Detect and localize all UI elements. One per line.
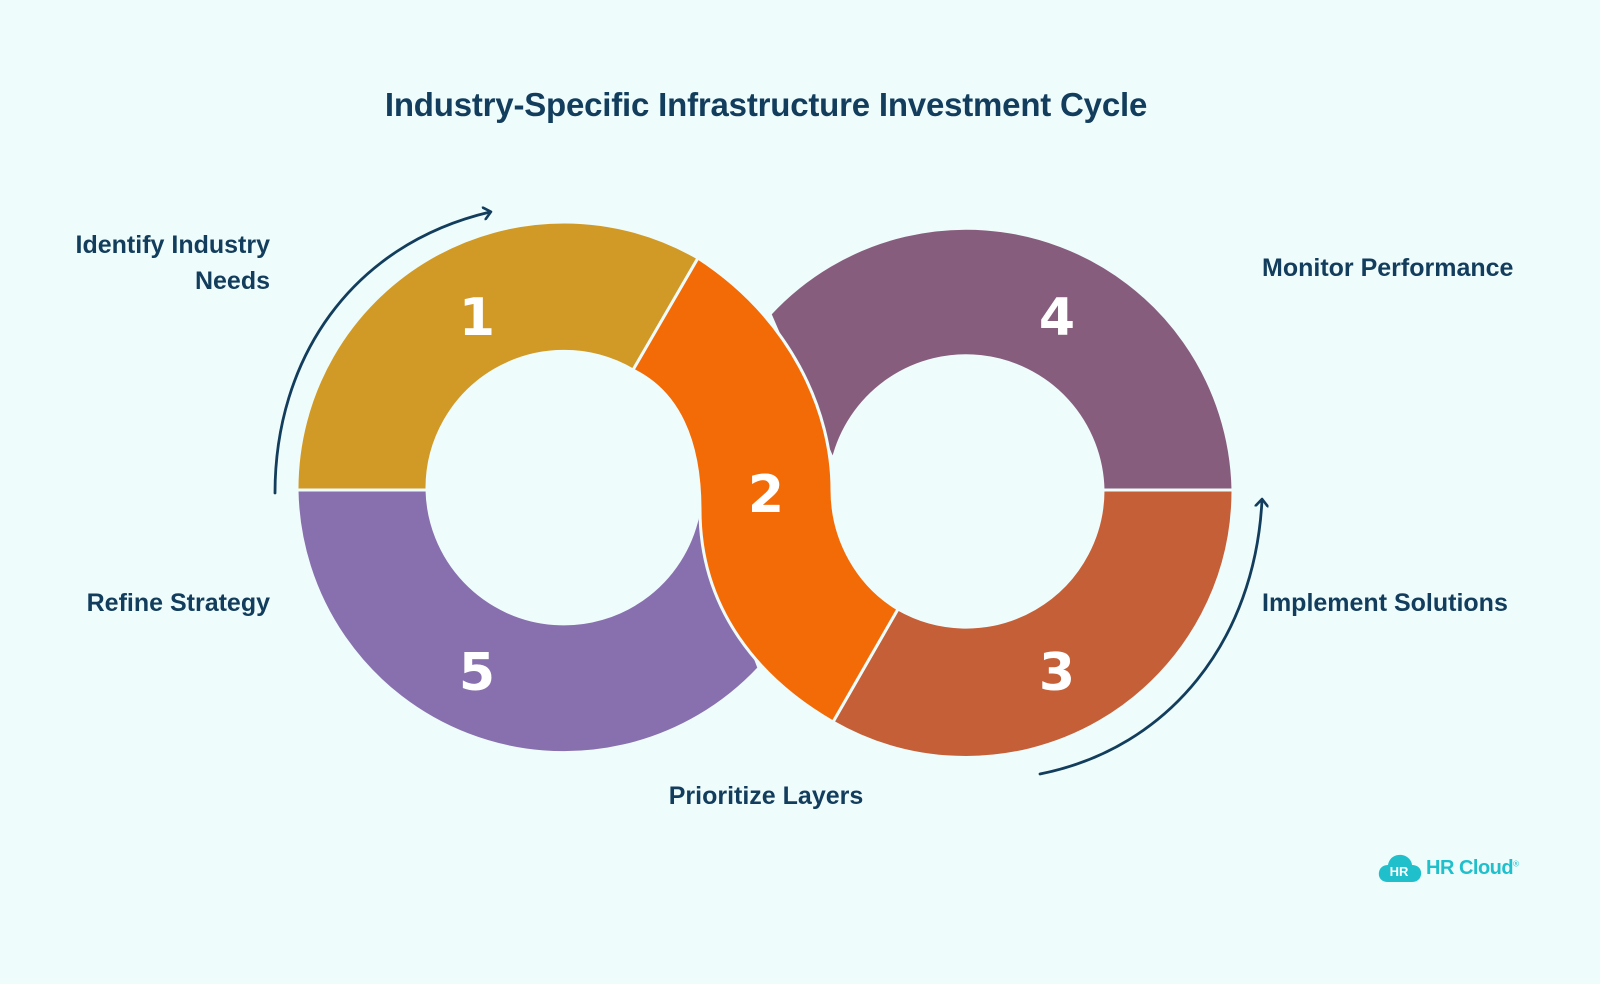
segment-3 [830,488,1235,759]
logo-name: HR Cloud [1426,856,1514,879]
segment-5 [295,488,761,755]
segment-number-2: 2 [748,465,784,525]
segment-number-3: 3 [1039,643,1075,703]
segment-1 [295,220,701,492]
step-label-5: Refine Strategy [86,589,270,617]
cloud-icon: HR [1378,854,1422,882]
top-left-cycle-arrow [273,212,490,495]
logo-registered-mark: ® [1513,858,1519,868]
step-label-1-line-2: Needs [194,267,270,295]
logo-text: HR Cloud® [1426,857,1519,880]
segment-4 [768,226,1235,492]
diagram-title: Industry-Specific Infrastructure Investm… [384,86,1148,123]
step-label-4: Monitor Performance [1262,254,1514,282]
step-label-2: Prioritize Layers [668,782,864,810]
step-label-1-line-1: Identify Industry [75,231,270,259]
segment-number-5: 5 [459,643,495,703]
step-label-1: Identify Industry Needs [30,227,270,299]
segment-number-4: 4 [1039,288,1075,348]
logo-badge-text: HR [1390,864,1409,879]
segment-2 [630,255,901,725]
hr-cloud-logo: HR HR Cloud® [1378,852,1519,884]
step-label-3: Implement Solutions [1262,589,1508,617]
bottom-right-cycle-arrow [1038,500,1262,776]
segment-number-1: 1 [459,288,495,348]
